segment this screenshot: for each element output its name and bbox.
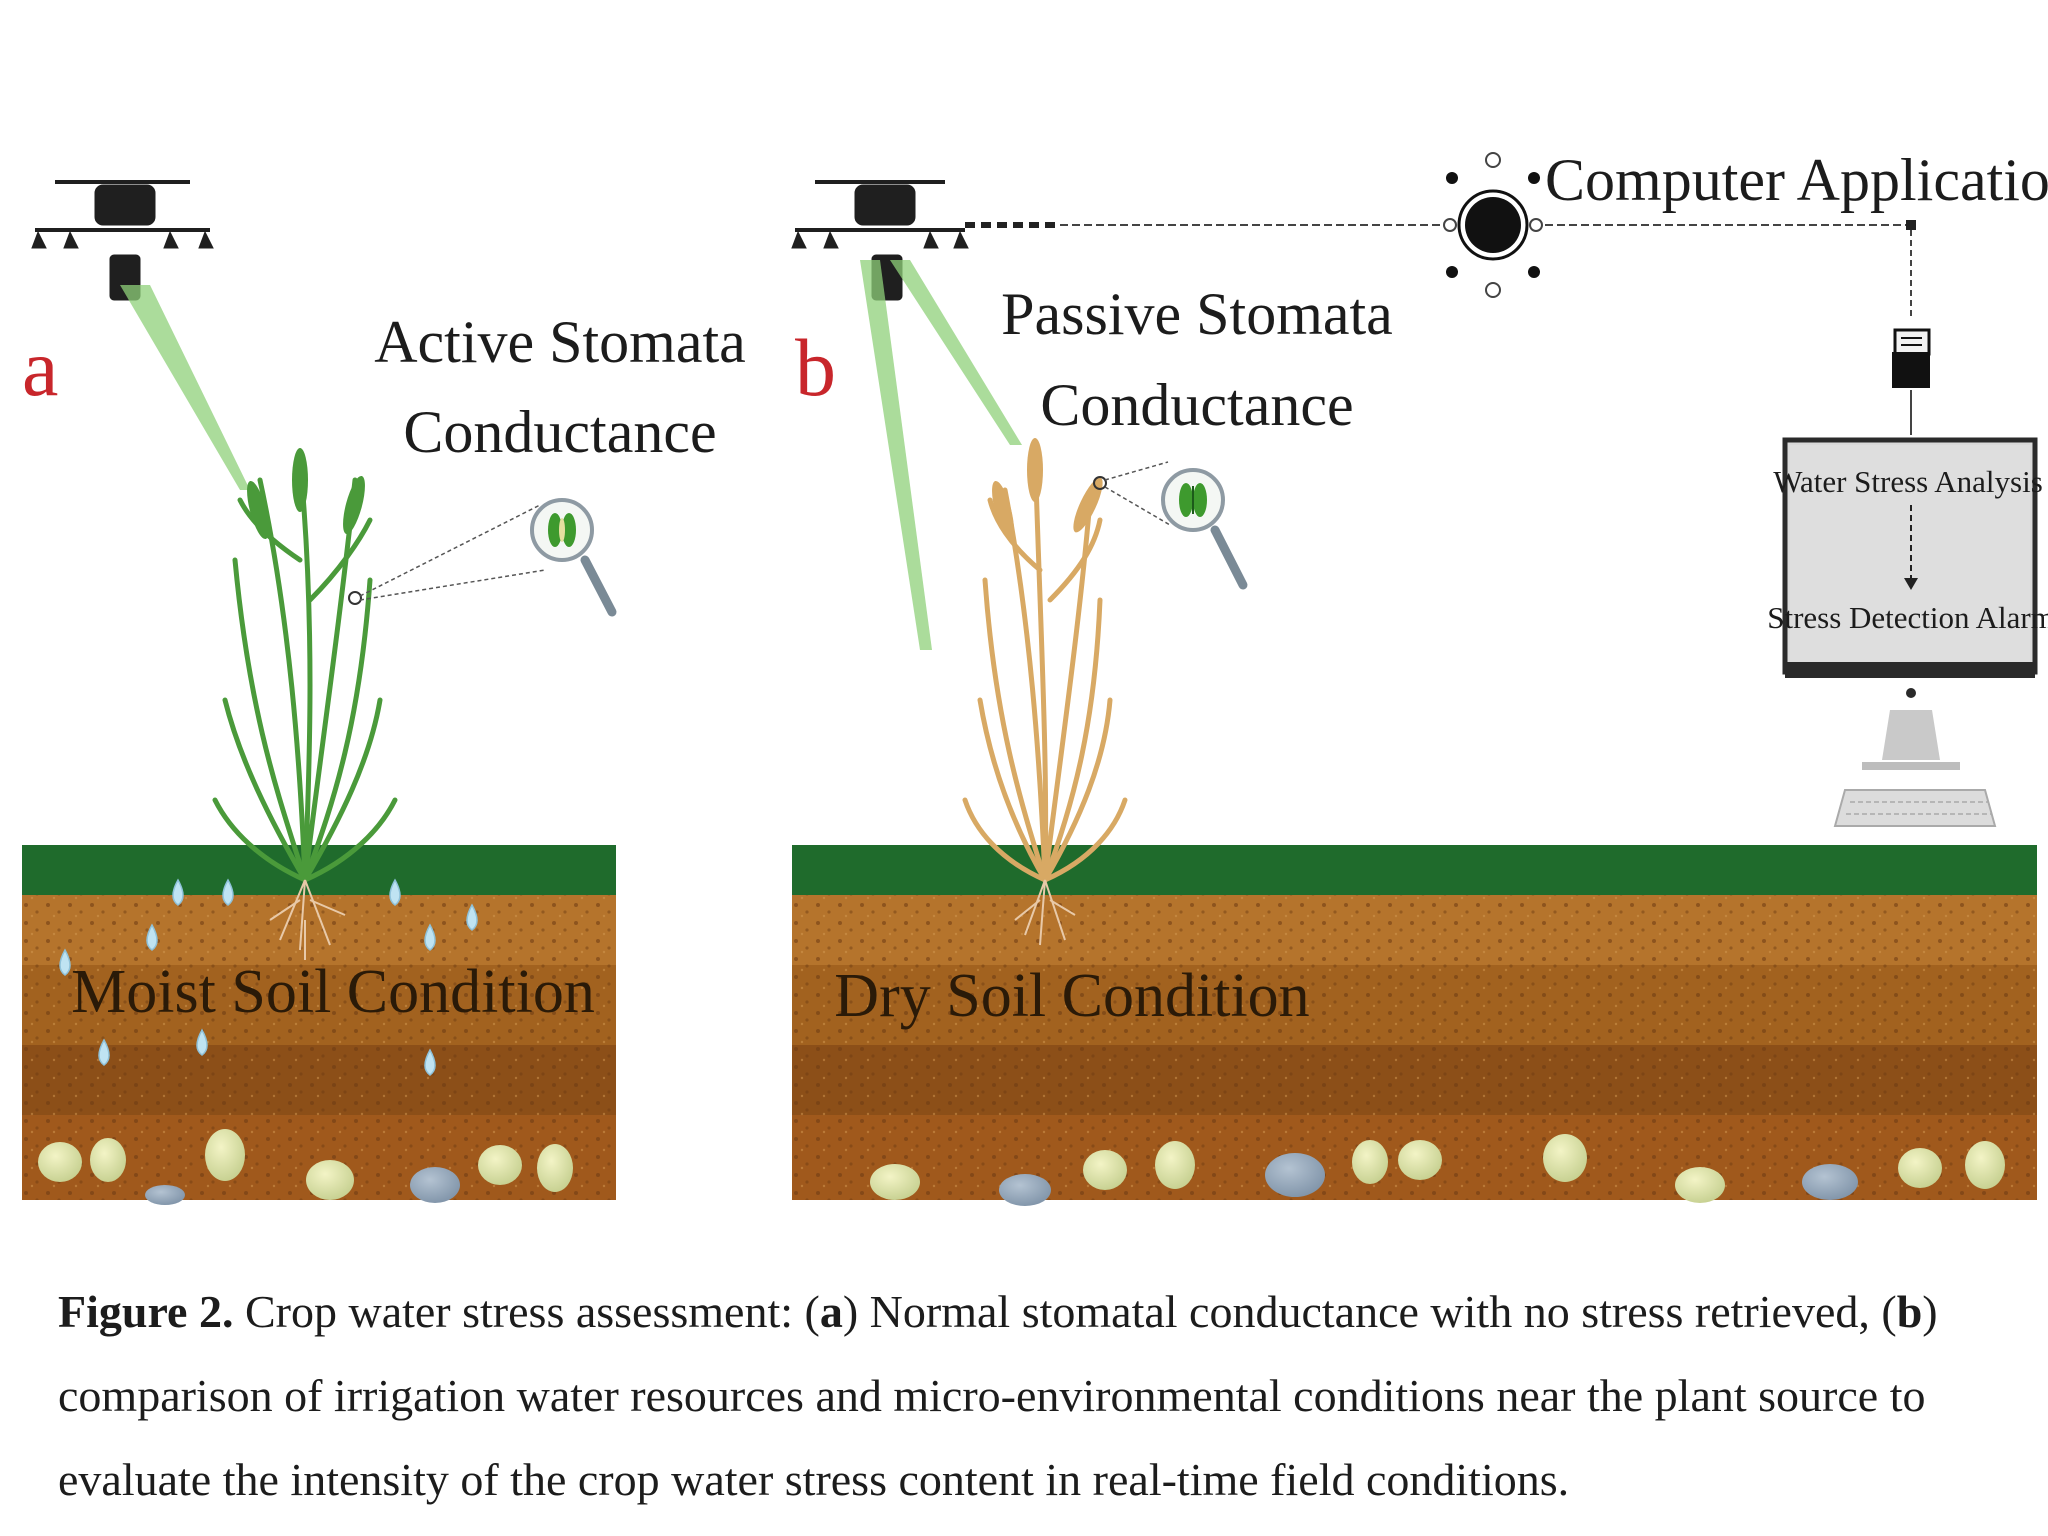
screen-line-stress-detection-alarm: Stress Detection Alarm	[1767, 600, 2048, 635]
panel-a-soil-label: Moist Soil Condition	[71, 958, 595, 1026]
caption-part3: ) comparison of irrigation water resourc…	[58, 1286, 1938, 1505]
panel-b: Computer Application Water Stress Analys…	[791, 147, 2048, 1206]
panel-a-letter: a	[22, 322, 58, 413]
figure-caption: Figure 2. Crop water stress assessment: …	[58, 1270, 2008, 1522]
panel-b-letter: b	[795, 322, 836, 413]
dry-wheat-plant-icon	[962, 447, 1128, 883]
computer-application-title: Computer Application	[1545, 147, 2048, 213]
soil-dry	[792, 845, 2037, 1206]
panel-b-title-line1: Passive Stomata	[1001, 281, 1393, 347]
sensor-beam	[890, 260, 1022, 445]
drone-icon	[31, 180, 214, 301]
drone-icon	[791, 180, 969, 301]
caption-part2: ) Normal stomatal conductance with no st…	[842, 1286, 1897, 1337]
caption-part1: Crop water stress assessment: (	[233, 1286, 820, 1337]
caption-label: Figure 2.	[58, 1286, 234, 1337]
water-drops	[59, 878, 478, 1076]
computer-application-icon	[1443, 152, 1543, 298]
panel-b-title-line2: Conductance	[1040, 372, 1353, 438]
monitor-icon	[1782, 437, 2038, 827]
panel-a: a Active Stomata Conductance Moist Soil …	[22, 180, 746, 1205]
panel-a-title-line2: Conductance	[403, 399, 716, 465]
roots	[1014, 879, 1076, 946]
signal-line	[965, 220, 1916, 435]
panel-a-title-line1: Active Stomata	[374, 309, 746, 375]
roots	[269, 879, 346, 960]
sensor-beam	[120, 285, 250, 490]
caption-ref-a: a	[819, 1286, 843, 1337]
stomata-magnifier-icon	[348, 498, 617, 617]
sensor-beam	[860, 260, 932, 650]
panel-b-soil-label: Dry Soil Condition	[834, 962, 1309, 1030]
document-icon	[1892, 328, 1931, 388]
screen-line-water-stress-analysis: Water Stress Analysis	[1773, 464, 2043, 499]
green-wheat-plant-icon	[212, 457, 398, 883]
caption-ref-b: b	[1896, 1286, 1923, 1337]
stomata-magnifier-icon	[1093, 461, 1248, 590]
soil-moist	[22, 845, 616, 1205]
